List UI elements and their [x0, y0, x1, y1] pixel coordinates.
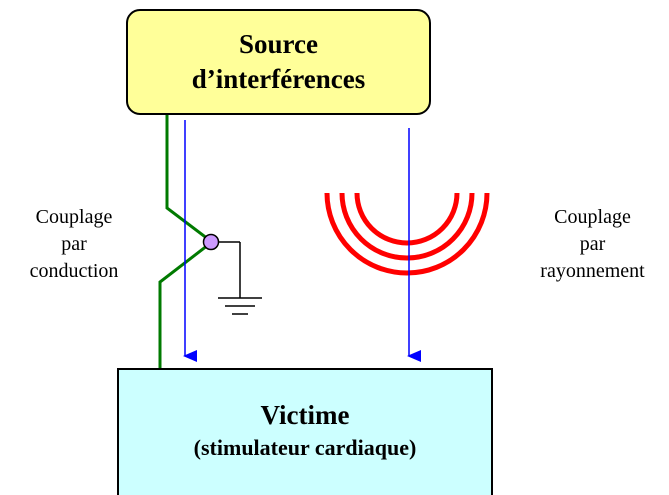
junction-node-icon — [202, 233, 220, 251]
conduction-label: Couplage par conduction — [10, 204, 138, 285]
victim-title: Victime — [260, 399, 350, 430]
radiation-label-line3: rayonnement — [540, 260, 645, 282]
radiation-label-line2: par — [579, 233, 606, 255]
source-box: Source d’interférences — [126, 9, 431, 115]
radiation-label-line1: Couplage — [554, 206, 631, 228]
ground-symbol-icon — [216, 241, 262, 315]
source-title-line1: Source — [239, 29, 318, 59]
victim-subtitle: (stimulateur cardiaque) — [193, 434, 417, 460]
conduction-label-line2: par — [61, 233, 87, 255]
conduction-label-line1: Couplage — [35, 206, 113, 228]
source-title-line2: d’interférences — [191, 64, 366, 94]
radiation-label: Couplage par rayonnement — [520, 204, 665, 285]
conduction-label-line3: conduction — [29, 260, 119, 282]
radiation-waves-icon — [324, 192, 490, 276]
victim-box: Victime (stimulateur cardiaque) — [117, 368, 493, 495]
